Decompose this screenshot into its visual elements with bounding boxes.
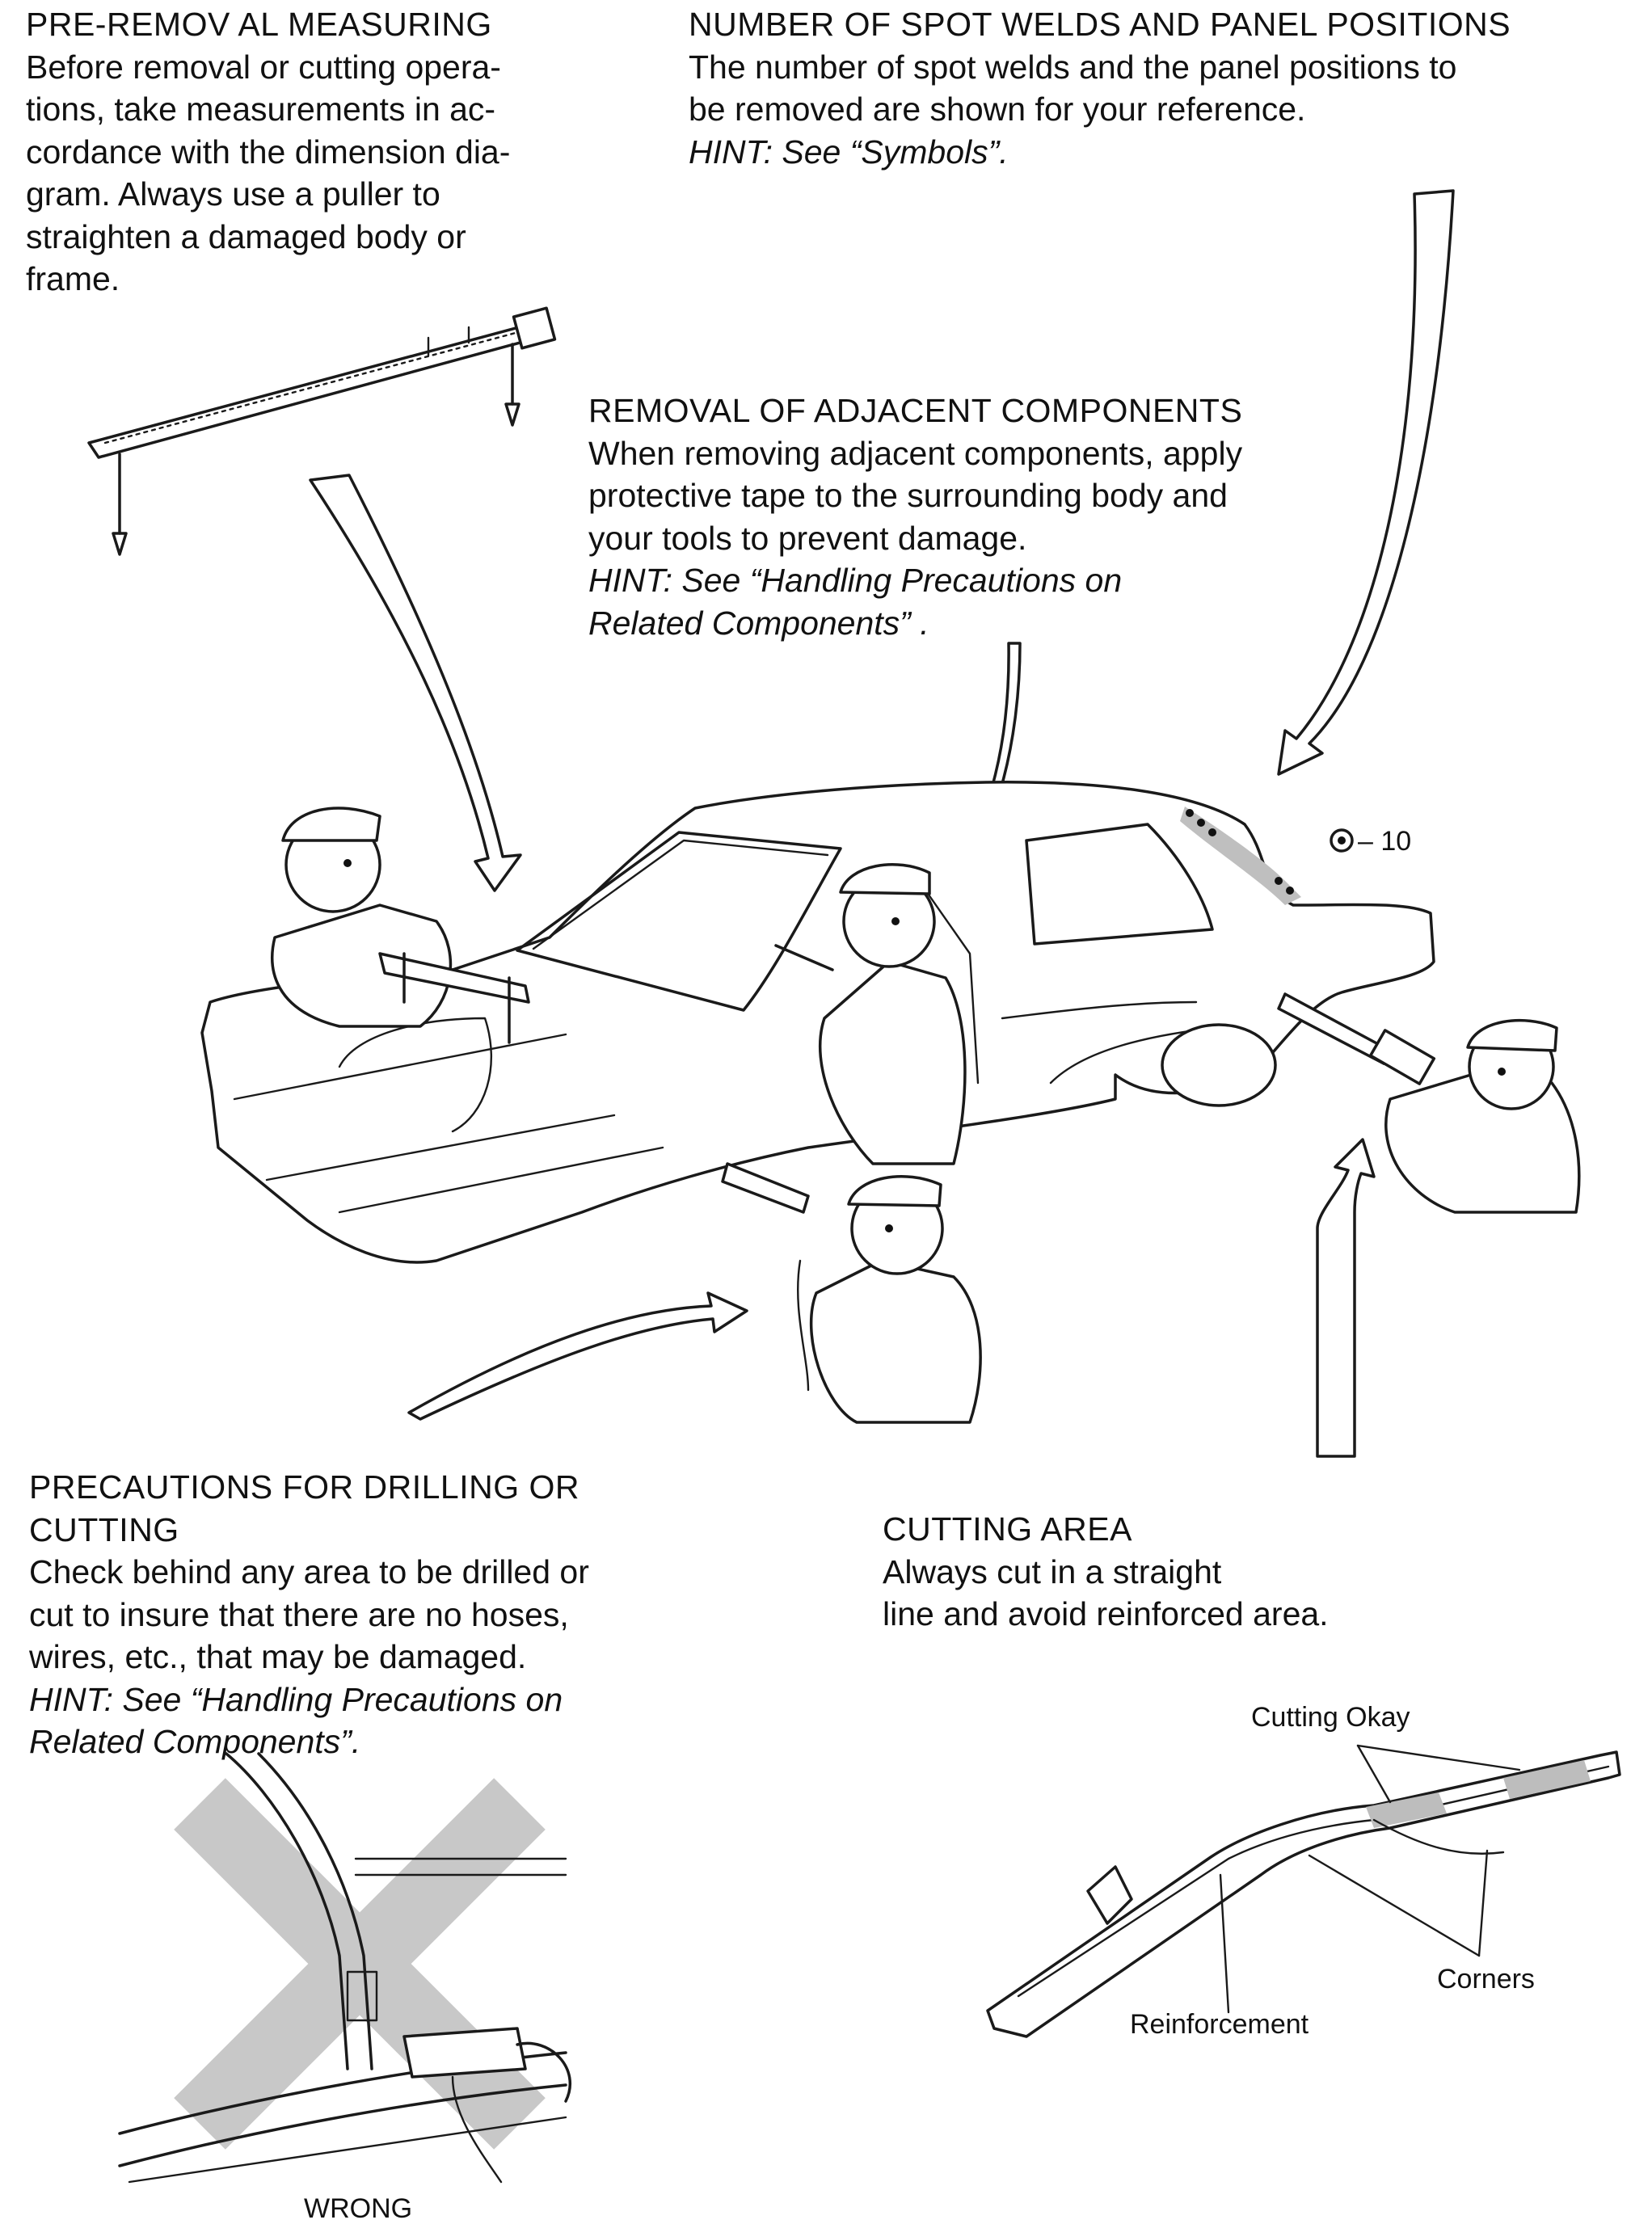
arrow-to-rocker — [407, 1291, 748, 1421]
adjacent-heading: REMOVAL OF ADJACENT COMPONENTS — [588, 392, 1243, 429]
adjacent-line: protective tape to the surrounding body … — [588, 477, 1228, 514]
leader-lines — [1219, 1744, 1521, 2014]
worker-cutting — [1277, 992, 1581, 1214]
frame-rail-illustration — [986, 1750, 1621, 2038]
drilling-line: Check behind any area to be drilled or — [29, 1553, 589, 1590]
pre-removal-line: frame. — [26, 260, 120, 297]
cutting-okay-label: Cutting Okay — [1251, 1702, 1410, 1733]
drilling-hint: HINT: See “Handling Precautions on — [29, 1680, 563, 1718]
pre-removal-line: tions, take measurements in ac- — [26, 91, 496, 128]
pre-removal-section: PRE-REMOV AL MEASURING Before removal or… — [26, 3, 592, 301]
spot-welds-hint: HINT: See “Symbols”. — [689, 133, 1009, 171]
worker-measuring — [271, 807, 530, 1044]
wrong-label: WRONG — [304, 2193, 412, 2224]
arrow-to-rear — [1316, 1138, 1376, 1458]
measuring-gauge-illustration — [87, 306, 557, 556]
car-body-illustration — [200, 781, 1435, 1264]
cutting-area-line: line and avoid reinforced area. — [883, 1595, 1329, 1632]
arrow-to-weld-area — [1277, 189, 1455, 776]
worker-drilling — [721, 1162, 982, 1424]
spot-welds-line: be removed are shown for your reference. — [689, 91, 1306, 128]
cutting-area-heading: CUTTING AREA — [883, 1510, 1132, 1548]
pre-removal-line: straighten a damaged body or — [26, 217, 466, 255]
adjacent-line: your tools to prevent damage. — [588, 519, 1027, 557]
adjacent-line: When removing adjacent components, apply — [588, 434, 1243, 472]
adjacent-hint: Related Components” . — [588, 604, 929, 642]
arrow-to-measuring — [309, 474, 522, 892]
spot-weld-symbol — [1330, 828, 1354, 853]
reinforcement-label: Reinforcement — [1130, 2009, 1309, 2040]
corners-label: Corners — [1437, 1964, 1535, 1994]
spot-welds-line: The number of spot welds and the panel p… — [689, 48, 1457, 86]
spot-welds-heading: NUMBER OF SPOT WELDS AND PANEL POSITIONS — [689, 6, 1511, 43]
weld-count-label: – 10 — [1358, 826, 1411, 857]
pre-removal-heading: PRE-REMOV AL MEASURING — [26, 6, 492, 43]
adjacent-hint: HINT: See “Handling Precautions on — [588, 562, 1123, 599]
drilling-line: wires, etc., that may be damaged. — [29, 1638, 527, 1675]
spot-welds-section: NUMBER OF SPOT WELDS AND PANEL POSITIONS… — [689, 3, 1642, 173]
wrong-drilling-illustration — [118, 1752, 572, 2184]
drilling-hint: Related Components”. — [29, 1723, 361, 1760]
cutting-area-line: Always cut in a straight — [883, 1552, 1222, 1590]
cutting-area-section: CUTTING AREA Always cut in a straight li… — [883, 1508, 1610, 1636]
drilling-section: PRECAUTIONS FOR DRILLING OR CUTTING Chec… — [29, 1466, 724, 1763]
pre-removal-line: Before removal or cutting opera- — [26, 48, 501, 86]
pre-removal-line: cordance with the dimension dia- — [26, 133, 511, 171]
drilling-heading: CUTTING — [29, 1510, 179, 1548]
drilling-line: cut to insure that there are no hoses, — [29, 1595, 569, 1633]
adjacent-section: REMOVAL OF ADJACENT COMPONENTS When remo… — [588, 390, 1364, 644]
worker-door — [774, 863, 967, 1165]
pre-removal-line: gram. Always use a puller to — [26, 175, 440, 213]
drilling-heading: PRECAUTIONS FOR DRILLING OR — [29, 1468, 579, 1506]
